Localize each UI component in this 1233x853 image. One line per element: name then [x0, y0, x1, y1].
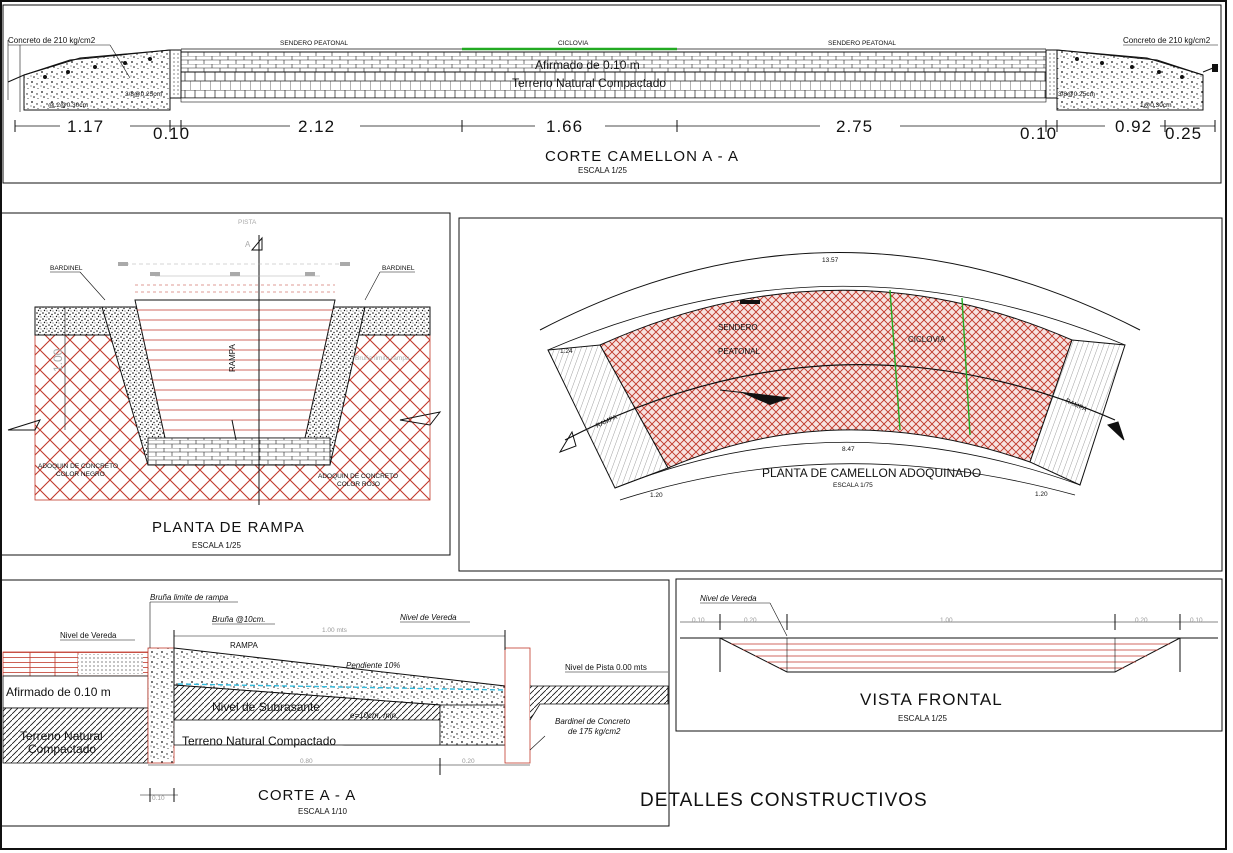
plan-rampa-panel: 1.00 PISTA A BARDINEL BARDINEL RAMPA Bru… [0, 212, 451, 556]
aa-slope-cyan [177, 683, 506, 691]
camellon-title: PLANTA DE CAMELLON ADOQUINADO [762, 466, 981, 480]
vista-dim-3: 1.00 [940, 617, 953, 624]
section-top-panel: Concreto de 210 kg/cm2 Concreto de 210 k… [2, 4, 1222, 184]
rampa-label-adoquin-left-2: COLOR NEGRO [56, 471, 105, 478]
rampa-label-limite: Bruña limite rampa [355, 355, 410, 362]
vista-label-nivel: Nivel de Vereda [700, 594, 757, 603]
top-label-ciclovia: CICLOVIA [558, 40, 589, 47]
top-rebar-right-1: 3/8@0.25cm [1058, 91, 1095, 98]
vista-dim-4: 0.20 [1135, 617, 1148, 624]
camellon-dim-bottom-left: 1.20 [650, 492, 663, 499]
aa-dim-020: 0.20 [462, 758, 475, 765]
aa-label-terreno-1: Terreno Natural [20, 729, 103, 743]
camellon-scale: ESCALA 1/75 [833, 482, 873, 489]
aa-title: CORTE A - A [258, 787, 356, 804]
top-dim-5: 2.75 [836, 117, 873, 136]
plan-camellon-panel: 13.57 8.47 1.24 1.20 1.20 SENDERO PEATON… [458, 217, 1223, 572]
aa-label-terreno-2: Compactado [28, 742, 96, 756]
aa-label-pendiente: Pendiente 10% [346, 661, 400, 670]
top-dim-7: 0.92 [1115, 117, 1152, 136]
top-label-afirmado: Afirmado de 0.10 m [535, 58, 640, 72]
camellon-dim-outer: 13.57 [822, 257, 839, 264]
top-dim-8: 0.25 [1165, 124, 1202, 143]
rampa-label-bardinel-right: BARDINEL [382, 265, 415, 272]
left-joint [169, 49, 182, 99]
vista-scale: ESCALA 1/25 [898, 714, 947, 723]
right-joint [1045, 49, 1058, 99]
top-dim-2: 0.10 [153, 124, 190, 143]
aa-dim-010: 0.10 [152, 795, 165, 802]
top-label-concrete-right: Concreto de 210 kg/cm2 [1123, 36, 1211, 45]
rampa-label-rampa: RAMPA [228, 343, 237, 372]
rampa-scale: ESCALA 1/25 [192, 541, 241, 550]
top-label-sendero-right: SENDERO PEATONAL [828, 40, 896, 47]
top-label-concrete-left: Concreto de 210 kg/cm2 [8, 36, 96, 45]
aa-label-afirmado: Afirmado de 0.10 m [6, 685, 111, 699]
section-aa-panel: Bruña limite de rampa Bruña @10cm. Nivel… [0, 579, 670, 827]
top-section-scale: ESCALA 1/25 [578, 166, 627, 175]
top-dim-1: 1.17 [67, 117, 104, 136]
aa-label-terreno-inline: Terreno Natural Compactado [182, 734, 336, 748]
aa-label-nivel-vereda-left: Nivel de Vereda [60, 631, 117, 640]
aa-label-e10: e=10cm. min. [350, 711, 398, 720]
rampa-label-adoquin-left-1: ADOQUIN DE CONCRETO [38, 463, 118, 470]
paving-base-course [180, 71, 1047, 99]
top-label-sendero-left: SENDERO PEATONAL [280, 40, 348, 47]
camellon-dim-bottom-right: 1.20 [1035, 491, 1048, 498]
aa-scale: ESCALA 1/10 [298, 807, 347, 816]
camellon-paving [599, 289, 1073, 469]
top-rebar-right-2: 1@0.30cm [1140, 102, 1172, 109]
aa-label-dim-top: 1.00 mts [322, 627, 348, 634]
aa-label-subrasante: Nivel de Subrasante [212, 700, 320, 714]
aa-label-bruna-10: Bruña @10cm. [212, 615, 265, 624]
aa-label-bruna-limite: Bruña limite de rampa [150, 593, 229, 602]
top-dimension-chain: 1.17 0.10 2.12 1.66 2.75 0.10 0.92 0.25 [14, 117, 1216, 143]
aa-dim-080: 0.80 [300, 758, 313, 765]
vista-ramp-body [719, 637, 1181, 673]
rampa-title: PLANTA DE RAMPA [152, 519, 305, 536]
rampa-dim-v: 1.00 [51, 348, 65, 372]
vista-dim-2: 0.20 [744, 617, 757, 624]
aa-label-bardinel-1: Bardinel de Concreto [555, 717, 631, 726]
rampa-label-adoquin-right-2: COLOR ROJO [337, 481, 380, 488]
top-rebar-left-1: @.2@0.30cm [48, 102, 88, 109]
camellon-ciclovia-line-1 [889, 289, 901, 431]
camellon-ramp-left [547, 344, 669, 489]
camellon-dim-inner: 8.47 [842, 446, 855, 453]
rampa-label-adoquin-right-1: ADOQUIN DE CONCRETO [318, 473, 398, 480]
top-dim-4: 1.66 [546, 117, 583, 136]
vista-dim-5: 0.10 [1190, 617, 1203, 624]
top-dim-6: 0.10 [1020, 124, 1057, 143]
camellon-label-sendero: SENDERO [718, 323, 758, 332]
aa-bardinel [504, 647, 531, 764]
vista-title: VISTA FRONTAL [860, 690, 1003, 709]
top-section-title: CORTE CAMELLON A - A [545, 148, 739, 165]
camellon-centerline [564, 364, 1116, 441]
rampa-label-a: A [245, 240, 251, 249]
vista-dim-1: 0.10 [692, 617, 705, 624]
aa-label-bardinel-2: de 175 kg/cm2 [568, 727, 621, 736]
aa-label-nivel-pista: Nivel de Pista 0.00 mts [565, 663, 647, 672]
camellon-label-peatonal: PEATONAL [718, 347, 760, 356]
camellon-ciclovia-line-2 [961, 297, 971, 436]
top-dim-3: 2.12 [298, 117, 335, 136]
camellon-label-ciclovia: CICLOVIA [908, 335, 946, 344]
top-label-terreno: Terreno Natural Compactado [512, 76, 666, 90]
aa-label-rampa: RAMPA [230, 641, 259, 650]
rampa-label-pista: PISTA [238, 219, 257, 226]
top-rebar-left-2: 3/8@0.25cm [125, 91, 162, 98]
sheet-title: DETALLES CONSTRUCTIVOS [640, 790, 928, 811]
rampa-label-bardinel-left: BARDINEL [50, 265, 83, 272]
vista-frontal-panel: Nivel de Vereda 0.10 0.20 1.00 0.20 0.10… [675, 578, 1223, 732]
camellon-dim-left: 1.24 [560, 348, 573, 355]
aa-label-nivel-vereda-top: Nivel de Vereda [400, 613, 457, 622]
